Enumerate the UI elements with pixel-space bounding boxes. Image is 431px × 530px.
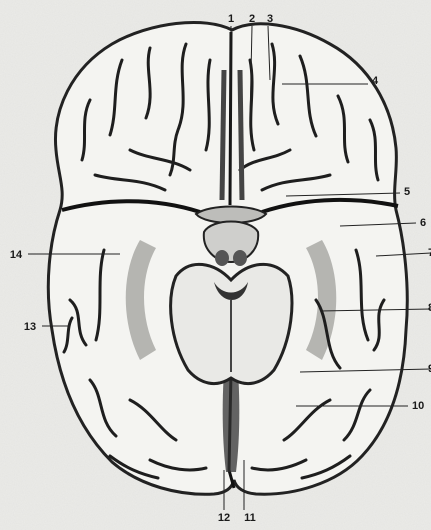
- olfactory-tract-left: [222, 70, 224, 200]
- callout-label-12: 12: [218, 512, 230, 524]
- mammillary-body-left: [215, 250, 229, 266]
- callout-label-1: 1: [228, 13, 234, 25]
- brain-drawing: [48, 22, 407, 494]
- callout-label-13: 13: [24, 321, 36, 333]
- callout-label-11: 11: [244, 512, 256, 524]
- olfactory-tract-right: [240, 70, 242, 200]
- callout-label-10: 10: [412, 400, 424, 412]
- callout-label-4: 4: [372, 75, 379, 87]
- callout-label-3: 3: [267, 13, 273, 25]
- posterior-fissure-shadow: [223, 372, 240, 472]
- tuber-cinereum: [204, 222, 258, 263]
- callout-label-6: 6: [420, 217, 426, 229]
- callout-label-2: 2: [249, 13, 255, 25]
- mammillary-body-right: [233, 250, 247, 266]
- callout-label-5: 5: [404, 186, 410, 198]
- callout-label-14: 14: [10, 249, 23, 261]
